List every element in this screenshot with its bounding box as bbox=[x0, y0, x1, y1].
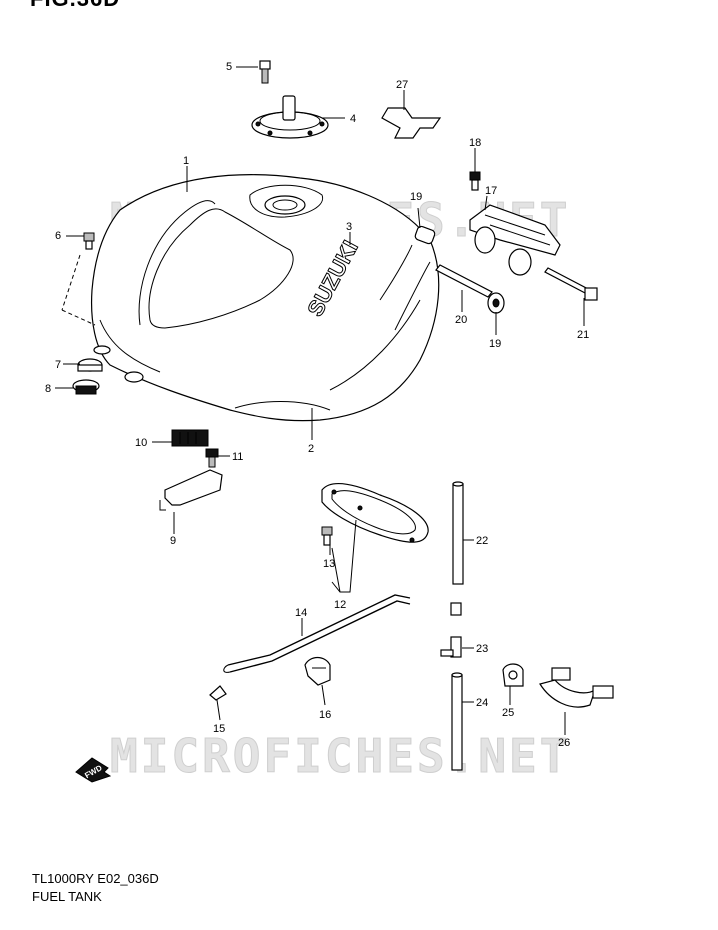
callouts: 1 2 3 4 5 6 7 8 9 10 11 12 13 14 15 16 1… bbox=[45, 61, 589, 749]
grommet-7 bbox=[77, 358, 103, 372]
watermark-bottom: MICROFICHES.NET bbox=[110, 729, 570, 783]
bolt-18 bbox=[469, 171, 481, 191]
callout-18: 18 bbox=[469, 137, 481, 149]
bolt-11 bbox=[205, 448, 219, 468]
callout-1: 1 bbox=[183, 155, 189, 167]
callout-19-bottom: 19 bbox=[489, 338, 501, 350]
callout-27: 27 bbox=[396, 79, 408, 91]
model-code: TL1000RY E02_036D bbox=[32, 871, 159, 886]
bolt-5 bbox=[259, 60, 271, 84]
callout-22: 22 bbox=[476, 535, 488, 547]
callout-15: 15 bbox=[213, 723, 225, 735]
callout-4: 4 bbox=[350, 113, 356, 125]
hose-24 bbox=[451, 672, 463, 771]
fwd-arrow: FWD bbox=[75, 757, 112, 783]
bolt-13 bbox=[321, 526, 333, 546]
collar-19-bottom bbox=[487, 292, 505, 314]
pin-20 bbox=[435, 264, 493, 298]
screw-6 bbox=[61, 232, 96, 326]
pad-27 bbox=[381, 107, 442, 139]
leader-lines bbox=[55, 66, 585, 735]
bracket-17 bbox=[469, 204, 561, 276]
callout-13: 13 bbox=[323, 558, 335, 570]
callout-23: 23 bbox=[476, 643, 488, 655]
figure-title: FIG.36D bbox=[30, 0, 120, 12]
callout-7: 7 bbox=[55, 359, 61, 371]
callout-9: 9 bbox=[170, 535, 176, 547]
collar-19-top bbox=[414, 225, 436, 245]
callout-6: 6 bbox=[55, 230, 61, 242]
clamp-16 bbox=[304, 656, 331, 686]
cap-15 bbox=[209, 685, 227, 701]
gasket-12 bbox=[321, 483, 429, 543]
clamp-26 bbox=[539, 667, 614, 708]
bolt-21 bbox=[544, 267, 598, 301]
callout-5: 5 bbox=[226, 61, 232, 73]
callout-12: 12 bbox=[334, 599, 346, 611]
callout-17: 17 bbox=[485, 185, 497, 197]
callout-19-top: 19 bbox=[410, 191, 422, 203]
callout-8: 8 bbox=[45, 383, 51, 395]
callout-3: 3 bbox=[346, 221, 352, 233]
callout-14: 14 bbox=[295, 607, 307, 619]
callout-16: 16 bbox=[319, 709, 331, 721]
callout-25: 25 bbox=[502, 707, 514, 719]
clamp-25 bbox=[502, 663, 524, 687]
bracket-9 bbox=[159, 469, 223, 511]
callout-24: 24 bbox=[476, 697, 488, 709]
callout-2: 2 bbox=[308, 443, 314, 455]
hose-22 bbox=[452, 481, 464, 585]
callout-10: 10 bbox=[135, 437, 147, 449]
fuel-tank-body: SUZUKI bbox=[91, 174, 440, 422]
joint-23 bbox=[440, 602, 462, 658]
section-name: FUEL TANK bbox=[32, 889, 102, 904]
rubber-10 bbox=[171, 429, 209, 447]
callout-26: 26 bbox=[558, 737, 570, 749]
callout-21: 21 bbox=[577, 329, 589, 341]
fuel-cap bbox=[251, 95, 329, 139]
cushion-8 bbox=[72, 379, 100, 395]
pipe-14 bbox=[223, 594, 411, 673]
callout-11: 11 bbox=[232, 451, 243, 463]
callout-20: 20 bbox=[455, 314, 467, 326]
